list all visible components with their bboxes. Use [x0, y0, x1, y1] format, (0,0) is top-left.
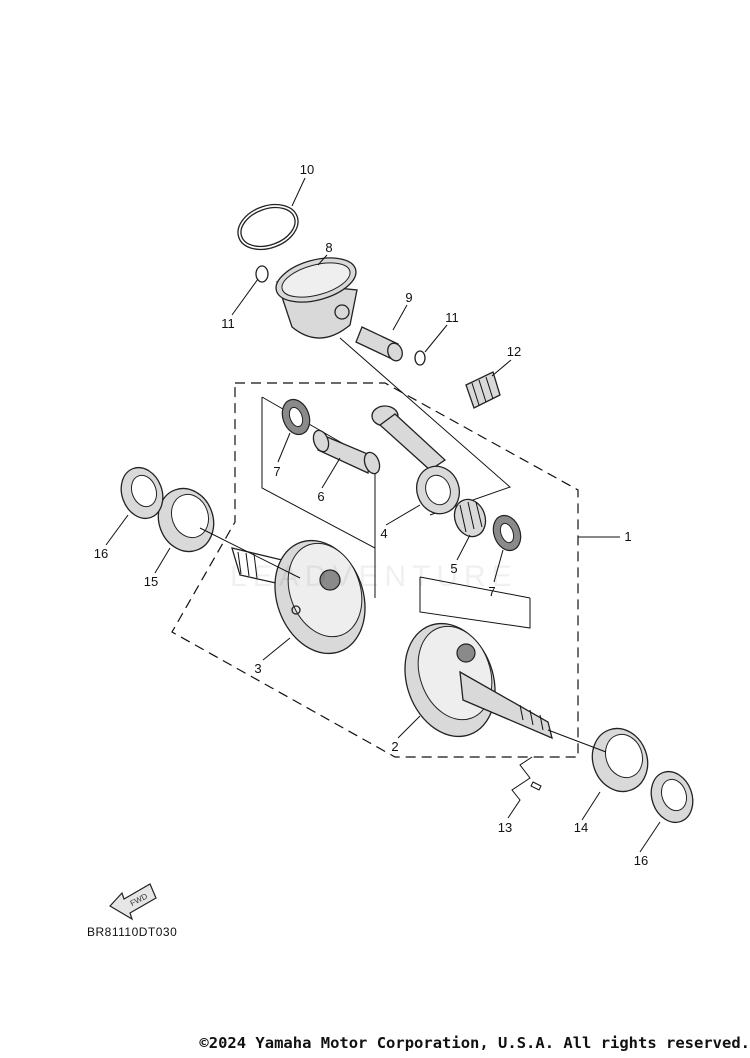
piston-pin-clip-left — [255, 265, 269, 283]
callout-1: 1 — [624, 529, 631, 544]
oil-seal-left — [120, 466, 164, 520]
callout-15: 15 — [144, 574, 158, 589]
leader-10 — [291, 177, 306, 207]
callout-9: 9 — [405, 290, 412, 305]
crankshaft-assembly-boundary — [171, 382, 579, 758]
oil-seal-right — [650, 770, 694, 824]
leader-6 — [321, 457, 341, 489]
crank-pin — [312, 429, 381, 475]
leader-16a — [105, 514, 129, 546]
diagram-code: BR81110DT030 — [87, 925, 178, 939]
group-bracket-right — [419, 576, 531, 629]
axis-line-left — [199, 527, 301, 579]
callout-6: 6 — [317, 489, 324, 504]
copyright-notice: ©2024 Yamaha Motor Corporation, U.S.A. A… — [199, 1034, 750, 1052]
crank-bearing-left — [157, 487, 215, 553]
thrust-washer-right — [492, 514, 522, 552]
crank-half-left — [231, 539, 366, 655]
crank-half-right — [404, 622, 553, 740]
axis-line-right — [547, 729, 607, 753]
callout-2: 2 — [391, 739, 398, 754]
piston-pin-clip-right — [414, 350, 426, 366]
leader-3 — [262, 637, 291, 661]
callout-5: 5 — [450, 561, 457, 576]
callout-11-left: 11 — [221, 316, 235, 331]
leader-16b — [639, 821, 661, 853]
callout-7-left: 7 — [273, 464, 280, 479]
callout-11-right: 11 — [445, 310, 459, 325]
callout-16-left: 16 — [94, 546, 108, 561]
leader-7b — [493, 549, 504, 583]
callout-10: 10 — [300, 162, 314, 177]
connecting-rod — [371, 405, 461, 515]
woodruff-key — [530, 781, 542, 791]
callout-14: 14 — [574, 820, 588, 835]
watermark: LEADVENTURE — [230, 560, 518, 593]
leader-14 — [581, 791, 601, 821]
callout-4: 4 — [380, 526, 387, 541]
leader-9 — [392, 304, 408, 331]
leader-2 — [397, 715, 421, 739]
small-end-bearing — [465, 371, 501, 409]
callout-13: 13 — [498, 820, 512, 835]
callout-12: 12 — [507, 344, 521, 359]
piston — [275, 257, 358, 339]
piston-ring — [237, 203, 299, 251]
leader-4 — [385, 504, 421, 526]
thrust-washer-left — [281, 398, 311, 436]
leader-15 — [154, 547, 171, 574]
leader-11b — [424, 324, 448, 353]
crank-bearing-right — [591, 727, 649, 793]
leader-13 — [507, 756, 533, 819]
callout-3: 3 — [254, 661, 261, 676]
callout-8: 8 — [325, 240, 332, 255]
leader-11a — [231, 278, 259, 316]
leader-5 — [456, 534, 471, 561]
leader-8 — [317, 254, 328, 266]
big-end-bearing — [453, 498, 487, 538]
forward-arrow-icon: FWD — [109, 883, 157, 921]
callout-7-right: 7 — [488, 584, 495, 599]
leader-7a — [277, 432, 291, 463]
callout-16-right: 16 — [634, 853, 648, 868]
piston-pin — [355, 326, 403, 362]
leader-12 — [491, 359, 512, 377]
